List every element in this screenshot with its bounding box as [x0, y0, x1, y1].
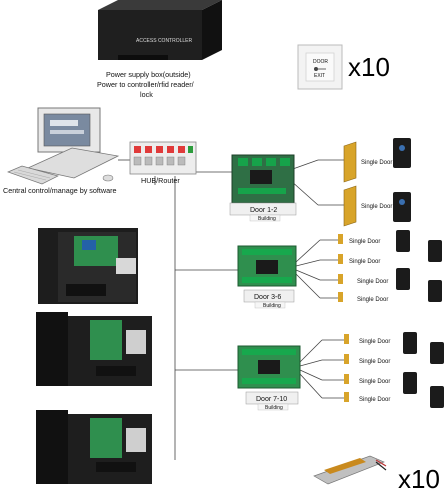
door-6 — [338, 292, 343, 302]
door-2 — [343, 185, 357, 227]
computer-caption: Central control/manage by software — [3, 186, 116, 195]
enclosure-3 — [36, 410, 152, 484]
door-5 — [338, 274, 343, 284]
strike-multiplier: x10 — [398, 464, 440, 494]
controller-1-subtitle: Building — [258, 216, 276, 222]
exit-button-multiplier: x10 — [348, 52, 390, 82]
reader-5 — [396, 268, 410, 290]
door-7 — [344, 334, 349, 344]
power-box-caption-1: Power supply box(outside) — [106, 70, 191, 79]
door-label-3: Single Door — [349, 239, 380, 245]
exit-button-text-2: EXIT — [314, 73, 325, 79]
reader-2 — [393, 192, 411, 222]
door-9 — [344, 374, 349, 384]
exit-button-icon: DOOR EXIT — [297, 44, 343, 90]
reader-10 — [430, 386, 444, 408]
door-10 — [344, 392, 349, 402]
door-8 — [344, 354, 349, 364]
door-label-2: Single Door — [361, 204, 392, 210]
door-label-1: Single Door — [361, 160, 392, 166]
controller-2-title: Door 3-6 — [254, 294, 281, 301]
enclosure-2 — [36, 312, 152, 386]
reader-7 — [403, 332, 417, 354]
door-3 — [338, 234, 343, 244]
electric-strike-icon — [313, 455, 387, 485]
power-box-caption-2: Power to controller/rfid reader/ — [97, 80, 194, 89]
door-label-10: Single Door — [359, 397, 390, 403]
power-box-caption-3: lock — [140, 90, 153, 99]
reader-6 — [428, 280, 442, 302]
connection-lines — [118, 159, 345, 460]
hub-router-icon — [129, 141, 197, 175]
controller-1-title: Door 1-2 — [250, 207, 277, 214]
enclosure-1 — [38, 228, 138, 304]
controller-3-subtitle: Building — [265, 405, 283, 411]
reader-9 — [403, 372, 417, 394]
door-label-8: Single Door — [359, 359, 390, 365]
door-4 — [338, 254, 343, 264]
controller-board-1 — [229, 154, 297, 222]
door-label-9: Single Door — [359, 379, 390, 385]
computer-icon — [7, 107, 120, 185]
reader-1 — [393, 138, 411, 168]
exit-button-text-1: DOOR — [313, 59, 328, 65]
hub-caption: HUB/Router — [141, 176, 180, 185]
door-1 — [343, 141, 357, 183]
reader-3 — [396, 230, 410, 252]
reader-8 — [430, 342, 444, 364]
controller-board-2 — [237, 245, 297, 309]
door-label-6: Single Door — [357, 297, 388, 303]
door-label-5: Single Door — [357, 279, 388, 285]
controller-board-3 — [237, 345, 301, 411]
power-supply-box: ACCESS CONTROLLER — [98, 0, 222, 60]
controller-2-subtitle: Building — [263, 303, 281, 309]
power-box-label: ACCESS CONTROLLER — [136, 38, 193, 44]
controller-3-title: Door 7-10 — [256, 396, 287, 403]
door-label-4: Single Door — [349, 259, 380, 265]
reader-4 — [428, 240, 442, 262]
door-label-7: Single Door — [359, 339, 390, 345]
